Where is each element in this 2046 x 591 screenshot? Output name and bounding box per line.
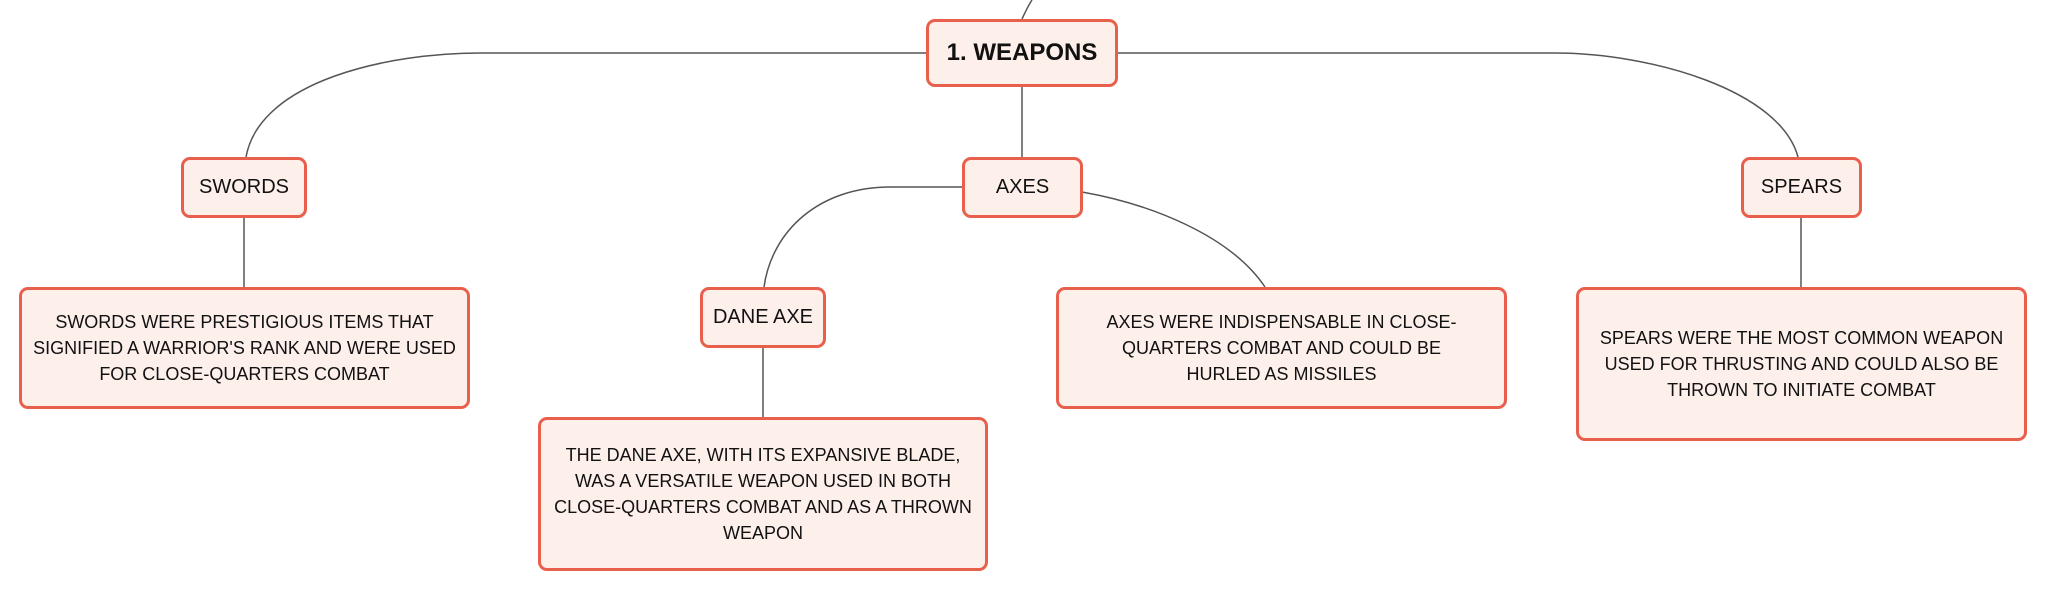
connector-root-to-spears <box>1118 52 1799 158</box>
root-node-label: 1. WEAPONS <box>946 38 1098 66</box>
topic-spears-label: SPEARS <box>1760 176 1843 198</box>
root-node-weapons[interactable]: 1. WEAPONS <box>926 19 1118 87</box>
detail-dane-axe-text: THE DANE AXE, WITH ITS EXPANSIVE BLADE, … <box>554 444 972 544</box>
detail-axes-text: AXES WERE INDISPENSABLE IN CLOSE-QUARTER… <box>1106 311 1457 385</box>
detail-node-swords[interactable]: SWORDS WERE PRESTIGIOUS ITEMS THAT SIGNI… <box>19 287 470 409</box>
detail-node-spears[interactable]: SPEARS WERE THE MOST COMMON WEAPON USED … <box>1576 287 2027 441</box>
subtopic-dane-axe-label: DANE AXE <box>712 306 814 328</box>
topic-axes-label: AXES <box>995 176 1050 198</box>
connector-parent-to-root <box>1021 0 1033 20</box>
connector-axes-to-dane-axe <box>763 186 962 288</box>
topic-node-axes[interactable]: AXES <box>962 157 1083 218</box>
detail-node-dane-axe[interactable]: THE DANE AXE, WITH ITS EXPANSIVE BLADE, … <box>538 417 988 571</box>
topic-swords-label: SWORDS <box>199 176 289 198</box>
detail-node-axes[interactable]: AXES WERE INDISPENSABLE IN CLOSE-QUARTER… <box>1056 287 1507 409</box>
topic-node-spears[interactable]: SPEARS <box>1741 157 1862 218</box>
subtopic-node-dane-axe[interactable]: DANE AXE <box>700 287 826 348</box>
detail-swords-text: SWORDS WERE PRESTIGIOUS ITEMS THAT SIGNI… <box>33 311 456 385</box>
connector-axes-to-detail <box>1081 191 1266 288</box>
topic-node-swords[interactable]: SWORDS <box>181 157 307 218</box>
detail-spears-text: SPEARS WERE THE MOST COMMON WEAPON USED … <box>1599 327 2004 401</box>
connector-root-to-swords <box>245 52 926 158</box>
